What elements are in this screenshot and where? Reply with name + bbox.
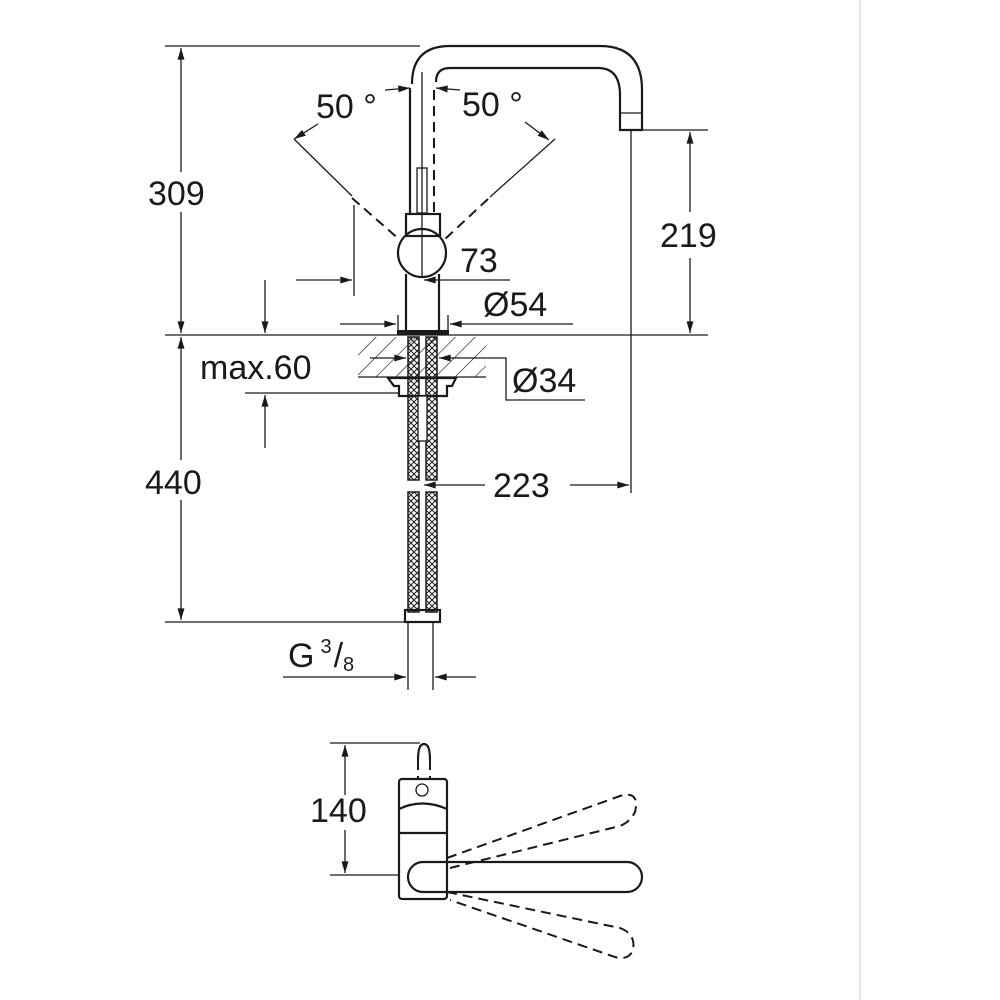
dim-73 [296,205,510,296]
dim-223-label: 223 [493,467,550,505]
angle-left-label: 50 ° [316,88,377,126]
dim-max60-label: max.60 [200,349,312,387]
dim-54 [340,315,573,330]
dim-440-label: 440 [145,464,202,502]
dim-54-label: Ø54 [483,286,547,324]
lever-angle-lines [293,85,556,241]
dim-34 [370,354,585,401]
dim-max60 [245,280,400,448]
angle-right-label: 50 ° [462,86,523,124]
supply-hoses [403,336,442,690]
dim-34-label: Ø34 [512,362,576,400]
faucet-body [396,44,644,335]
dim-73-label: 73 [460,242,498,280]
dim-309-label: 309 [148,175,205,213]
top-view [330,742,644,959]
dim-140-label: 140 [310,792,367,830]
dim-219-label: 219 [660,217,717,255]
countertop-section [358,337,486,398]
